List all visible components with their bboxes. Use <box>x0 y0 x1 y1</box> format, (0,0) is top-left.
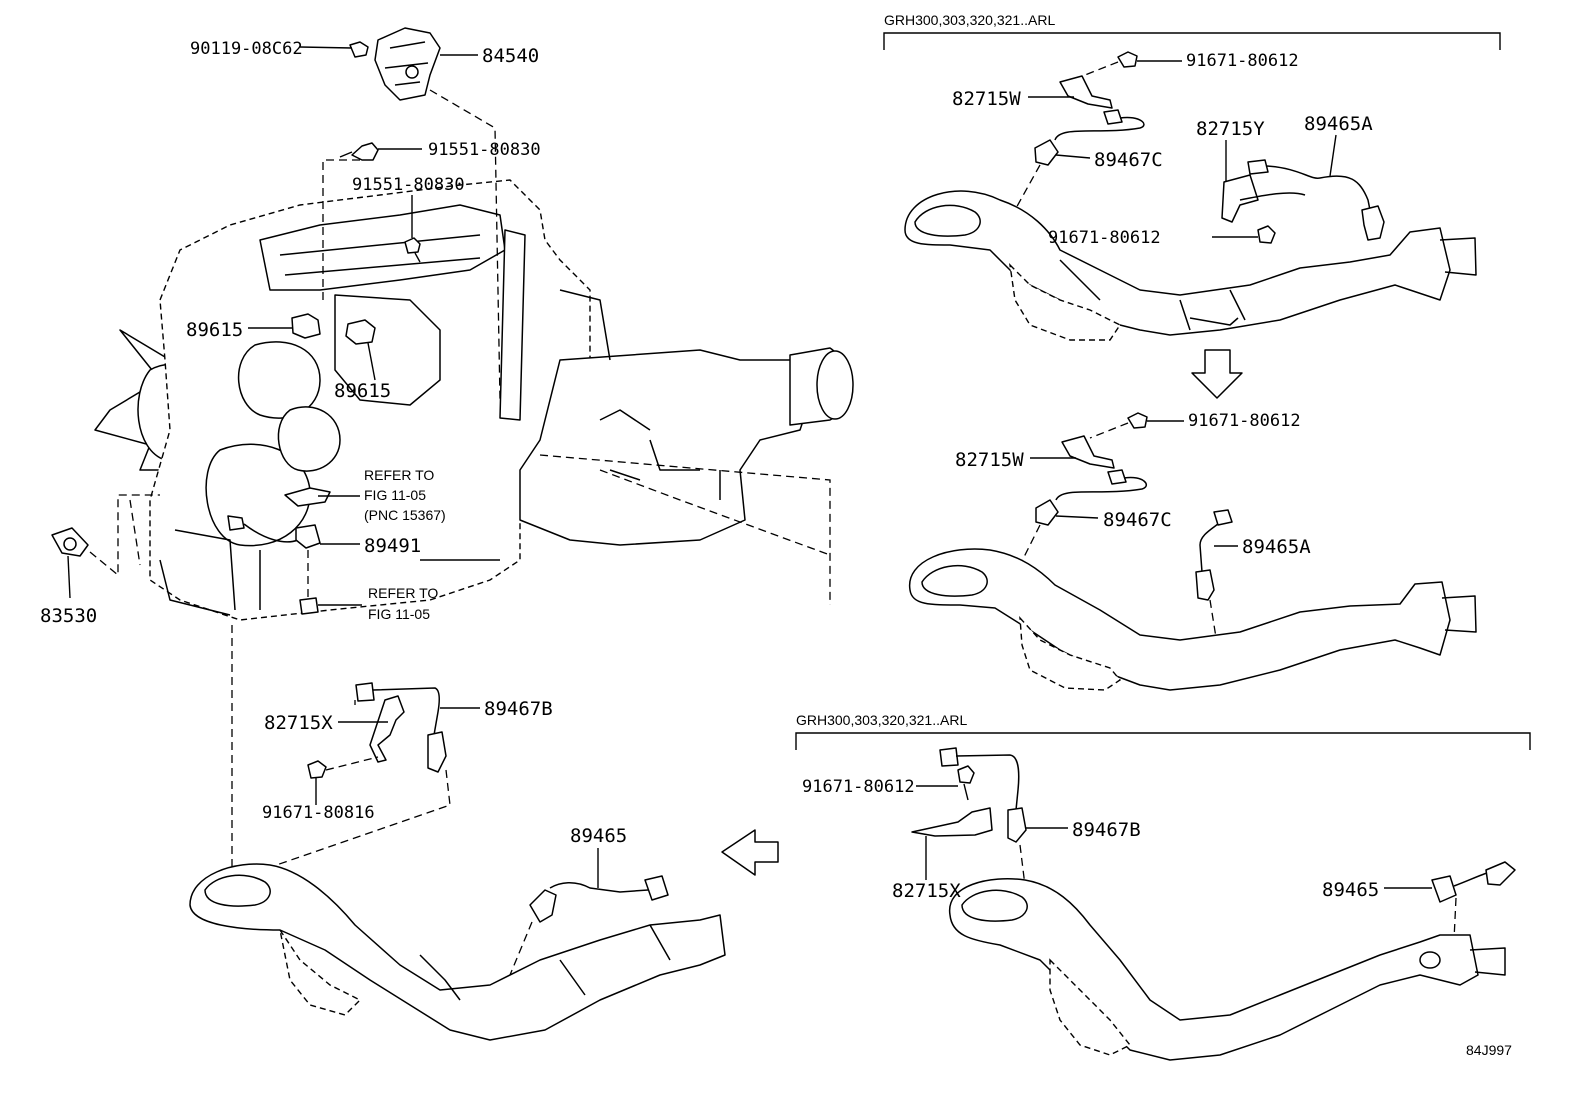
part-label-82715W-tr: 82715W <box>952 88 1021 110</box>
section-header-bottom-right: GRH300,303,320,321..ARL <box>796 712 967 728</box>
part-label-89465A-tr: 89465A <box>1304 113 1373 135</box>
refer-note-1-line-3: (PNC 15367) <box>364 507 446 523</box>
bolt-91551-parts <box>322 142 422 300</box>
diagram-code: 84J997 <box>1466 1042 1512 1058</box>
part-label-82715W-mr: 82715W <box>955 449 1024 471</box>
bottom-right-group <box>795 732 1531 1061</box>
part-label-91551-80830-a: 91551-80830 <box>428 140 541 160</box>
leader-engine-to-bottom-2 <box>129 499 141 566</box>
part-label-89467C-mr: 89467C <box>1103 509 1172 531</box>
part-label-89465-bl: 89465 <box>570 825 627 847</box>
top-right-group <box>883 32 1501 341</box>
refer-note-2-line-2: FIG 11-05 <box>368 606 430 622</box>
engine-assembly-illustration <box>94 179 854 621</box>
part-label-91671-80612-mr: 91671-80612 <box>1188 411 1301 431</box>
part-label-89615-b: 89615 <box>334 380 391 402</box>
oil-pressure-switch-part <box>51 494 160 599</box>
part-label-91671-80612-br: 91671-80612 <box>802 777 915 797</box>
refer-note-2-line-1: REFER TO <box>368 585 438 601</box>
knock-sensor-part <box>227 487 362 615</box>
part-label-89465A-mr: 89465A <box>1242 536 1311 558</box>
middle-right-group <box>909 412 1477 691</box>
map-sensor-part <box>299 27 501 401</box>
cam-sensor-parts <box>248 313 376 381</box>
part-label-91671-80612-tr1: 91671-80612 <box>1186 51 1299 71</box>
arrow-down-icon <box>1191 349 1243 399</box>
part-label-91671-80816: 91671-80816 <box>262 803 375 823</box>
part-label-89491: 89491 <box>364 535 421 557</box>
refer-note-1-line-1: REFER TO <box>364 467 434 483</box>
refer-note-1-line-2: FIG 11-05 <box>364 487 426 503</box>
part-label-91671-80612-tr2: 91671-80612 <box>1048 228 1161 248</box>
part-label-89465-br: 89465 <box>1322 879 1379 901</box>
leader-engine-to-midright-2 <box>539 454 831 605</box>
part-label-89467C-tr: 89467C <box>1094 149 1163 171</box>
part-label-89615-a: 89615 <box>186 319 243 341</box>
part-label-90119-08C62: 90119-08C62 <box>190 39 303 59</box>
leader-engine-to-midright <box>599 469 831 556</box>
arrow-left-icon <box>721 829 779 876</box>
part-label-82715X-br: 82715X <box>892 880 961 902</box>
part-label-89467B-br: 89467B <box>1072 819 1141 841</box>
part-label-82715X-bl: 82715X <box>264 712 333 734</box>
part-label-83530: 83530 <box>40 605 97 627</box>
part-label-82715Y: 82715Y <box>1196 118 1265 140</box>
part-label-91551-80830-b: 91551-80830 <box>352 175 465 195</box>
bottom-left-group <box>189 682 726 1041</box>
part-label-89467B-bl: 89467B <box>484 698 553 720</box>
part-label-84540: 84540 <box>482 45 539 67</box>
section-header-top-right: GRH300,303,320,321..ARL <box>884 12 1055 28</box>
